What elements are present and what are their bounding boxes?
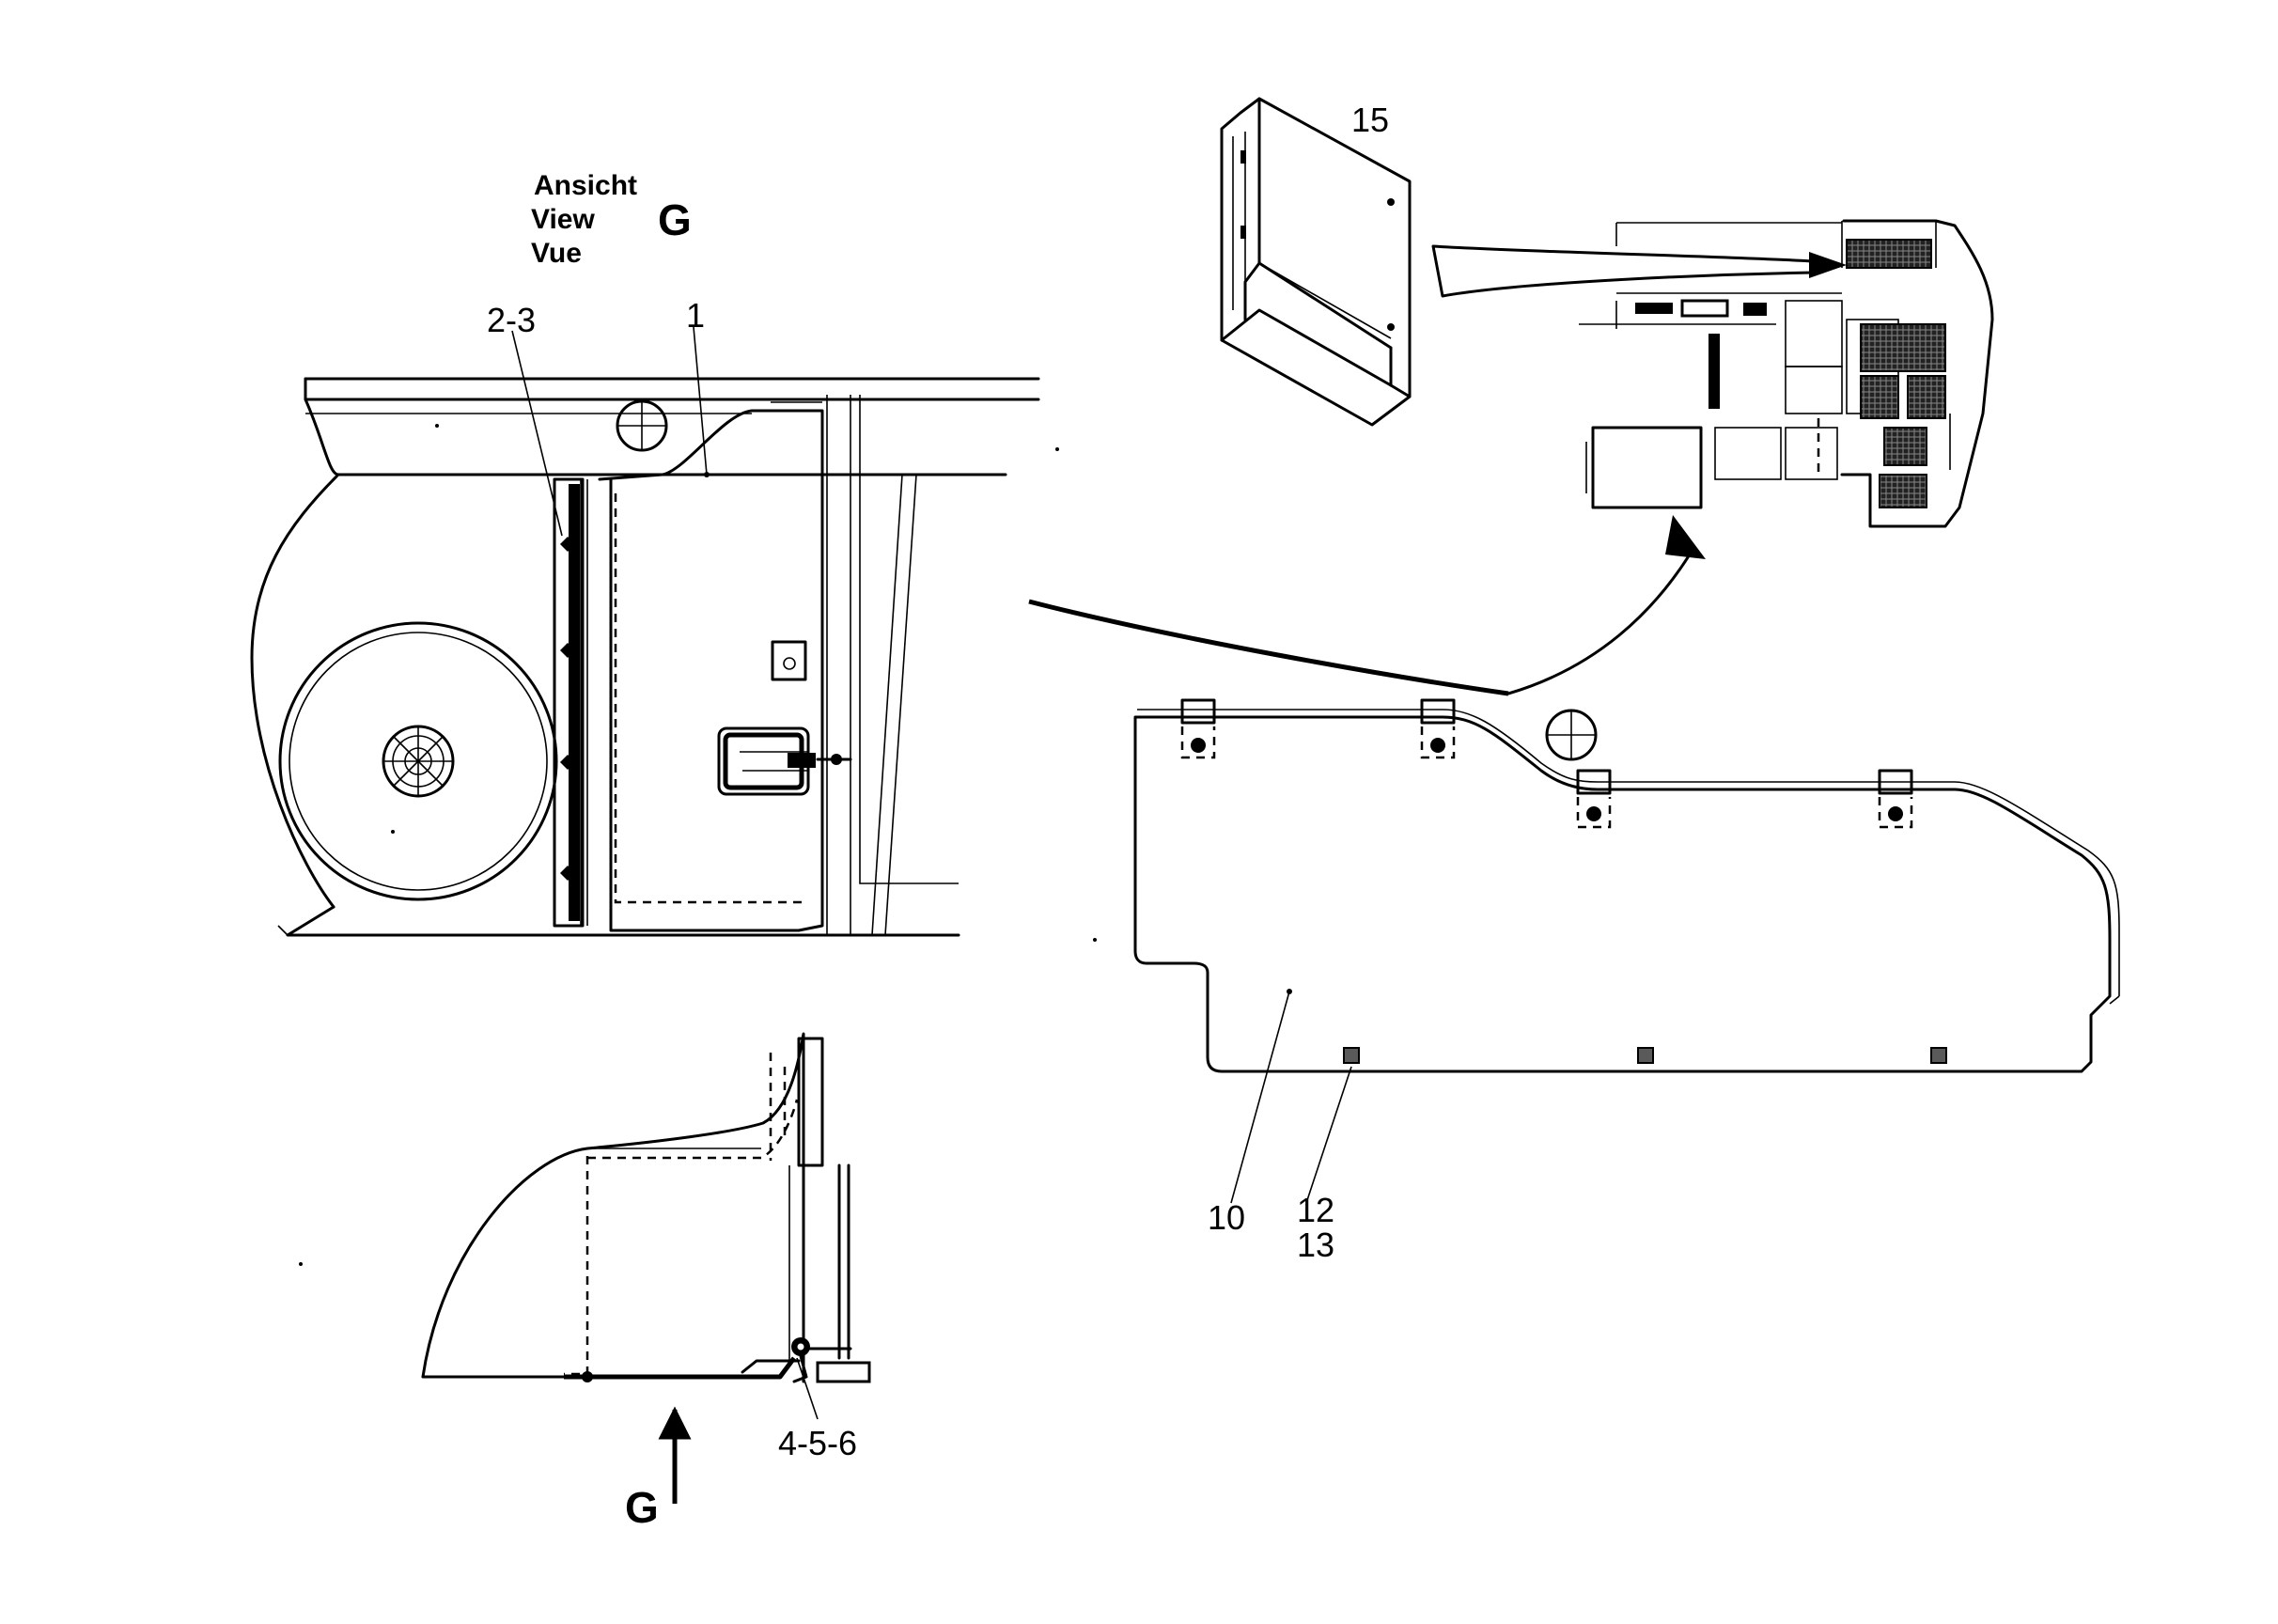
callout-1: 1 [686, 296, 705, 335]
leader-10 [1230, 991, 1290, 1204]
view-caption: Ansicht View Vue G [531, 170, 692, 269]
location-key-overview [1579, 219, 1994, 528]
callout-10: 10 [1208, 1198, 1245, 1237]
leader-12-13 [1305, 1066, 1352, 1204]
clip-1 [1180, 698, 1216, 759]
bottom-fasteners [1343, 1047, 1947, 1064]
side-cover-panel [580, 401, 852, 932]
clip-4 [1878, 769, 1913, 829]
callout-12: 12 [1297, 1191, 1334, 1229]
filler-cap-icon [616, 399, 668, 452]
side-view-assembly [250, 326, 1040, 937]
hinge-strip [553, 477, 585, 928]
pointer-arrow-15 [1431, 244, 1816, 298]
scan-dots [299, 424, 1097, 1266]
curved-arrow-panel [1028, 599, 1509, 696]
drum [278, 621, 558, 901]
view-caption-french: Vue [531, 238, 582, 269]
callout-4-5-6: 4-5-6 [778, 1424, 857, 1462]
callout-13: 13 [1297, 1226, 1334, 1264]
view-caption-letter: G [658, 195, 692, 244]
section-view [421, 1032, 871, 1504]
view-arrow-letter: G [625, 1483, 659, 1532]
view-caption-german: Ansicht [534, 170, 637, 201]
callout-2-3: 2-3 [487, 301, 536, 339]
clip-2 [1420, 698, 1456, 759]
view-caption-english: View [531, 204, 595, 235]
callout-15: 15 [1351, 101, 1389, 139]
leader-4-5-6 [796, 1357, 819, 1420]
highlighted-location [1846, 239, 1932, 269]
part-15-bracket-cover [1220, 97, 1412, 427]
part-10-side-panel [1133, 698, 2120, 1204]
leader-2-3 [511, 330, 563, 537]
clip-3 [1576, 769, 1612, 829]
leader-1 [693, 326, 708, 476]
